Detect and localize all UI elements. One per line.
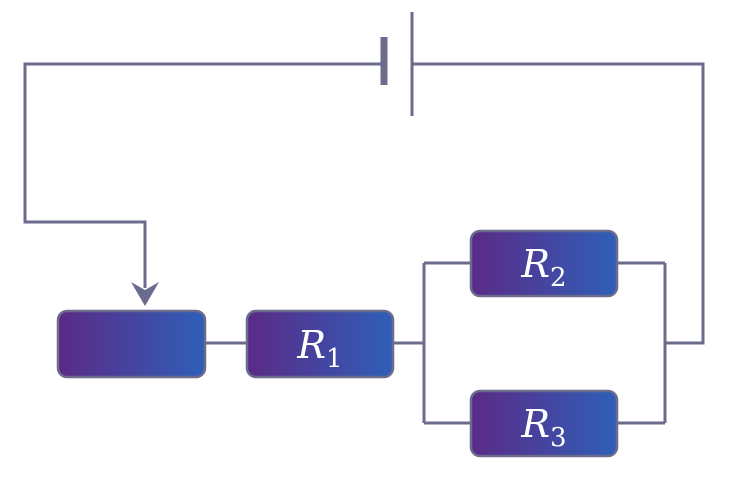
resistor-r3-subscript: 3 xyxy=(550,423,567,453)
resistor-r3-body xyxy=(469,389,619,458)
resistor-r2-label: R2 xyxy=(520,242,566,293)
wire-right-loop xyxy=(412,62,705,345)
rheostat-body xyxy=(56,309,207,379)
resistor-r1-symbol: R xyxy=(296,323,326,367)
resistor-r1: R1 xyxy=(245,309,395,379)
resistor-r2-subscript: 2 xyxy=(550,263,567,293)
resistor-r2-symbol: R xyxy=(520,242,550,286)
wire-left-loop xyxy=(23,62,384,288)
resistor-r3: R3 xyxy=(469,389,619,458)
slider-arrow-icon xyxy=(131,282,159,306)
resistor-r1-label: R1 xyxy=(296,323,342,374)
circuit-wires xyxy=(23,62,705,425)
resistor-r3-symbol: R xyxy=(520,402,550,446)
resistor-r3-label: R3 xyxy=(520,402,566,453)
rheostat xyxy=(56,309,207,379)
resistor-r1-body xyxy=(245,309,395,379)
resistor-r2-body xyxy=(469,229,619,298)
resistor-r2: R2 xyxy=(469,229,619,298)
resistor-r1-subscript: 1 xyxy=(326,344,343,374)
battery xyxy=(380,12,414,116)
